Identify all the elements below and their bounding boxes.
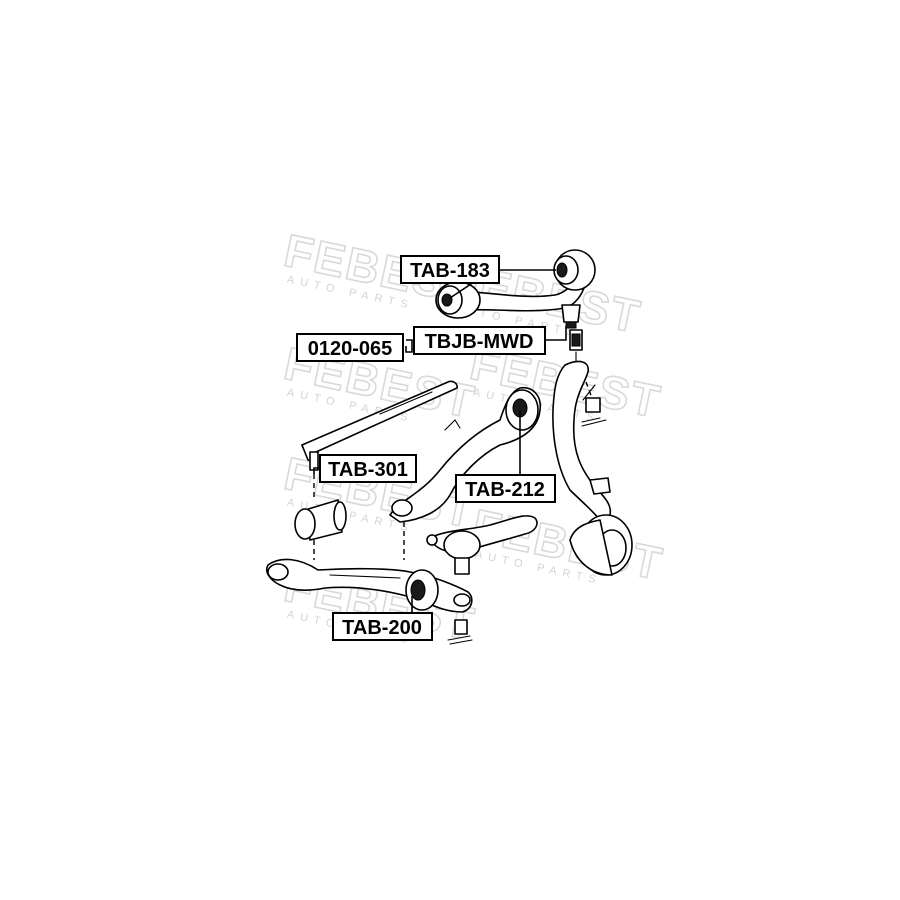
- part-number-label: 0120-065: [308, 338, 393, 360]
- callout-tab-301: TAB-301: [319, 454, 417, 483]
- callout-tab-200: TAB-200: [332, 612, 433, 641]
- lower-ball-joint: [426, 515, 538, 575]
- part-number-label: TBJB-MWD: [425, 331, 534, 353]
- upper-control-arm: [435, 249, 596, 329]
- strut-rod: [301, 380, 458, 471]
- part-number-label: TAB-212: [465, 479, 545, 501]
- knuckle-nut: [581, 381, 607, 427]
- steering-knuckle: [552, 360, 633, 576]
- label-box: [296, 333, 404, 362]
- label-box: [332, 612, 433, 641]
- label-box: [400, 255, 500, 284]
- callout-0120-065: 0120-065: [296, 333, 404, 362]
- part-number-label: TAB-301: [328, 459, 408, 481]
- part-number-label: TAB-200: [342, 617, 422, 639]
- strut-bushing: [294, 474, 347, 560]
- part-number-label: TAB-183: [410, 260, 490, 282]
- callout-leaders: [313, 269, 567, 613]
- compression-arm: [389, 386, 542, 560]
- callout-tab-183: TAB-183: [400, 255, 500, 284]
- callout-tab-212: TAB-212: [455, 474, 556, 503]
- lower-nut: [447, 619, 473, 645]
- watermark-6: FEBEST AUTO PARTS: [467, 498, 669, 591]
- label-box: [319, 454, 417, 483]
- upper-ball-joint: [569, 329, 583, 363]
- callout-tbjb-mwd: TBJB-MWD: [413, 326, 546, 355]
- label-box: [455, 474, 556, 503]
- lower-control-arm: [265, 558, 473, 613]
- label-box: [413, 326, 546, 355]
